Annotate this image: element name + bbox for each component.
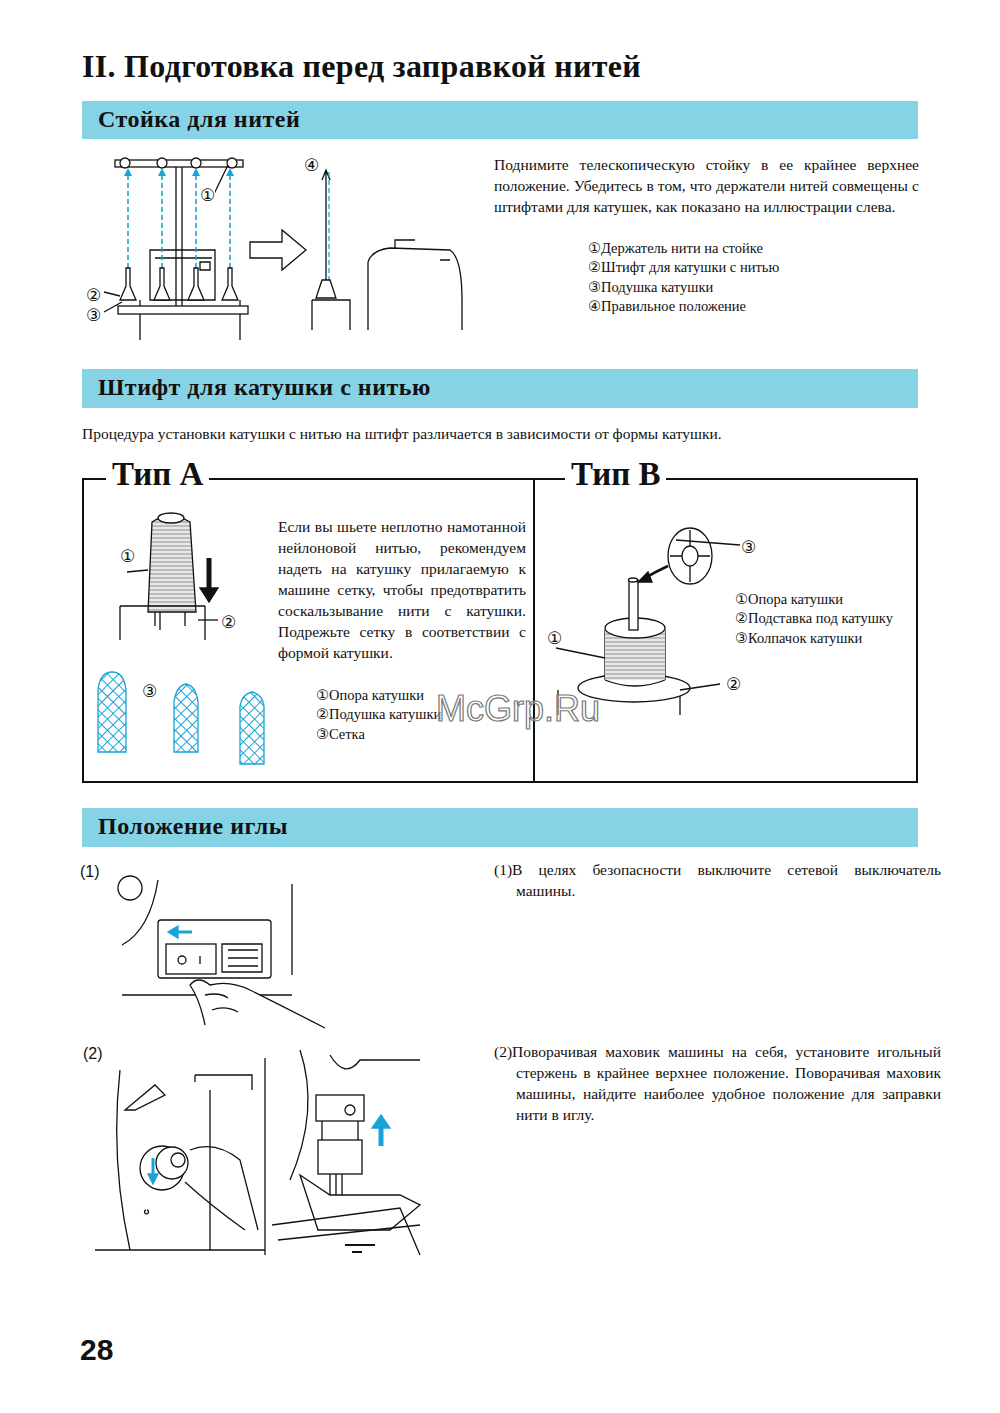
thread-stand xyxy=(104,158,462,340)
section-band: Положение иглы xyxy=(82,808,918,847)
spool-type-b xyxy=(556,528,740,715)
power-switch-figure xyxy=(118,876,325,1028)
callout-legend: ②Штифт для катушки с нитью xyxy=(588,258,779,276)
callout-number: ② xyxy=(221,613,236,631)
callout-number: ② xyxy=(726,675,741,693)
callout-legend: ①Опора катушки xyxy=(735,590,843,608)
callout-number: ① xyxy=(547,629,562,647)
handwheel-figure xyxy=(95,1058,265,1255)
step-text: (2)Поворачивая маховик машины на себя, у… xyxy=(494,1041,941,1125)
callout-number: ① xyxy=(200,186,215,204)
callout-number: ③ xyxy=(741,538,756,556)
callout-legend: ③Подушка катушки xyxy=(588,278,713,296)
callout-legend: ③Колпачок катушки xyxy=(735,629,862,647)
callout-legend: ②Подставка под катушку xyxy=(735,609,893,627)
callout-number: ② xyxy=(86,286,101,304)
instruction-text: Процедура установки катушки с нитью на ш… xyxy=(82,423,722,444)
node-heading: Положение иглы xyxy=(98,813,288,840)
presser-foot-figure xyxy=(272,1050,420,1255)
node-body: Если вы шьете неплотно намотанной нейлон… xyxy=(278,516,526,663)
callout-number: ③ xyxy=(142,682,157,700)
callout-number: ③ xyxy=(86,306,101,324)
page-number: 28 xyxy=(80,1333,113,1367)
spool-nets xyxy=(98,672,264,764)
callout-number: ① xyxy=(120,547,135,565)
step-text: (1)В целях безопасности выключите сетево… xyxy=(494,859,941,901)
node-heading: Тип A xyxy=(106,456,209,493)
callout-legend: ③Сетка xyxy=(316,725,365,743)
section-band: Стойка для нитей xyxy=(82,101,918,139)
watermark: McGrp.Ru xyxy=(436,688,600,730)
node-heading: Стойка для нитей xyxy=(98,106,300,133)
cone-spool xyxy=(120,513,218,640)
callout-legend: ①Держатель нити на стойке xyxy=(588,239,763,257)
callout-legend: ④Правильное положение xyxy=(588,297,746,315)
callout-legend: ②Подушка катушки xyxy=(316,705,441,723)
callout-number: ④ xyxy=(304,156,319,174)
callout-legend: ①Опора катушки xyxy=(316,686,424,704)
section-band: Штифт для катушки с нитью xyxy=(82,369,918,408)
node-heading: Штифт для катушки с нитью xyxy=(98,374,431,401)
instruction-text: Поднимите телескопическую стойку в ее кр… xyxy=(494,154,919,217)
step-number: (2) xyxy=(83,1045,103,1063)
type-panel: Тип AЕсли вы шьете неплотно намотанной н… xyxy=(82,478,535,783)
step-number: (1) xyxy=(80,863,100,881)
page-title: II. Подготовка перед заправкой нитей xyxy=(82,48,641,85)
node-heading: Тип B xyxy=(565,456,666,493)
